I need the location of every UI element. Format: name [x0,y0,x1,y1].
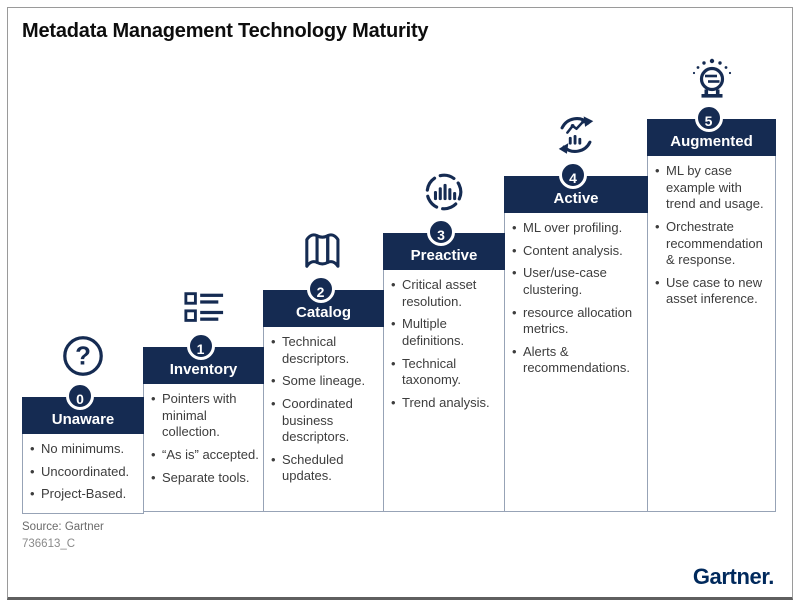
bullet-item: Some lineage. [271,373,379,390]
bar-chart-dashed-circle-icon [383,163,505,233]
level-number-badge: 0 [66,382,94,410]
svg-text:?: ? [75,343,91,371]
maturity-column-active: 4ActiveML over profiling.Content analysi… [504,106,648,512]
bullet-item: Trend analysis. [391,395,500,412]
maturity-column-augmented: 5AugmentedML by case example with trend … [647,49,776,512]
level-box: 3PreactiveCritical asset resolution. Mult… [383,218,505,512]
document-id: 736613_C [22,538,76,550]
level-bullet-list: Critical asset resolution. Multiple defin… [384,270,504,421]
bullet-item: resource allocation metrics. [512,305,643,338]
bullet-item: Scheduled updates. [271,452,379,485]
maturity-column-preactive: 3PreactiveCritical asset resolution. Mult… [383,163,505,512]
bullet-item: “As is” accepted. [151,447,259,464]
bullet-item: Separate tools. [151,470,259,487]
bullet-item: Use case to new asset inference. [655,275,771,308]
bullet-item: Technical descriptors. [271,334,379,367]
bullet-item: Critical asset resolution. [391,277,500,310]
level-box: 5AugmentedML by case example with trend … [647,104,776,512]
level-box: 4ActiveML over profiling.Content analysi… [504,161,648,512]
bullet-item: Content analysis. [512,243,643,260]
level-box: 0UnawareNo minimums.Uncoordinated.Projec… [22,382,144,514]
maturity-column-inventory: 1InventoryPointers with minimal collecti… [143,277,264,512]
gartner-logo: Gartner. [692,564,775,589]
level-number-badge: 4 [559,161,587,189]
maturity-column-catalog: 2CatalogTechnical descriptors.Some linea… [263,220,384,512]
bullet-item: Alerts & recommendations. [512,344,643,377]
level-box: 2CatalogTechnical descriptors.Some linea… [263,275,384,512]
level-bullet-list: Pointers with minimal collection. “As is”… [144,384,263,496]
level-box: 1InventoryPointers with minimal collecti… [143,332,264,512]
bullet-item: ML by case example with trend and usage. [655,163,771,213]
level-number-badge: 5 [694,104,723,132]
map-icon [263,220,384,290]
level-bullet-list: ML over profiling. Content analysis. User/… [505,213,647,387]
chart-cycle-icon [504,106,648,176]
bullet-item: Pointers with minimal collection. [151,391,259,441]
level-bullet-list: ML by case example with trend and usage.… [648,156,775,318]
bullet-item: No minimums. [30,441,139,458]
bullet-item: Orchestrate recommendation & response. [655,219,771,269]
bullet-item: User/use-case clustering. [512,265,643,298]
bullet-item: ML over profiling. [512,220,643,237]
level-number-badge: 3 [427,218,455,246]
question-circle-icon: ? [22,333,144,397]
level-number-badge: 2 [306,275,335,303]
bullet-item: Technical taxonomy. [391,356,500,389]
level-number-badge: 1 [186,332,215,360]
bullet-item: Coordinated business descriptors. [271,396,379,446]
level-bullet-list: No minimums. Uncoordinated. Project-Based. [23,434,143,513]
bullet-item: Uncoordinated. [30,464,139,481]
level-bullet-list: Technical descriptors. Some lineage. Coord… [264,327,383,495]
page-title: Metadata Management Technology Maturity [22,20,429,42]
list-icon [143,277,264,347]
level-name-header: Preactive [383,233,505,270]
crystal-ball-icon [647,49,776,119]
bullet-item: Multiple definitions. [391,316,500,349]
source-note: Source: Gartner [22,521,104,533]
maturity-column-unaware: ?0UnawareNo minimums.Uncoordinated.Proje… [22,333,144,514]
bullet-item: Project-Based. [30,486,139,503]
